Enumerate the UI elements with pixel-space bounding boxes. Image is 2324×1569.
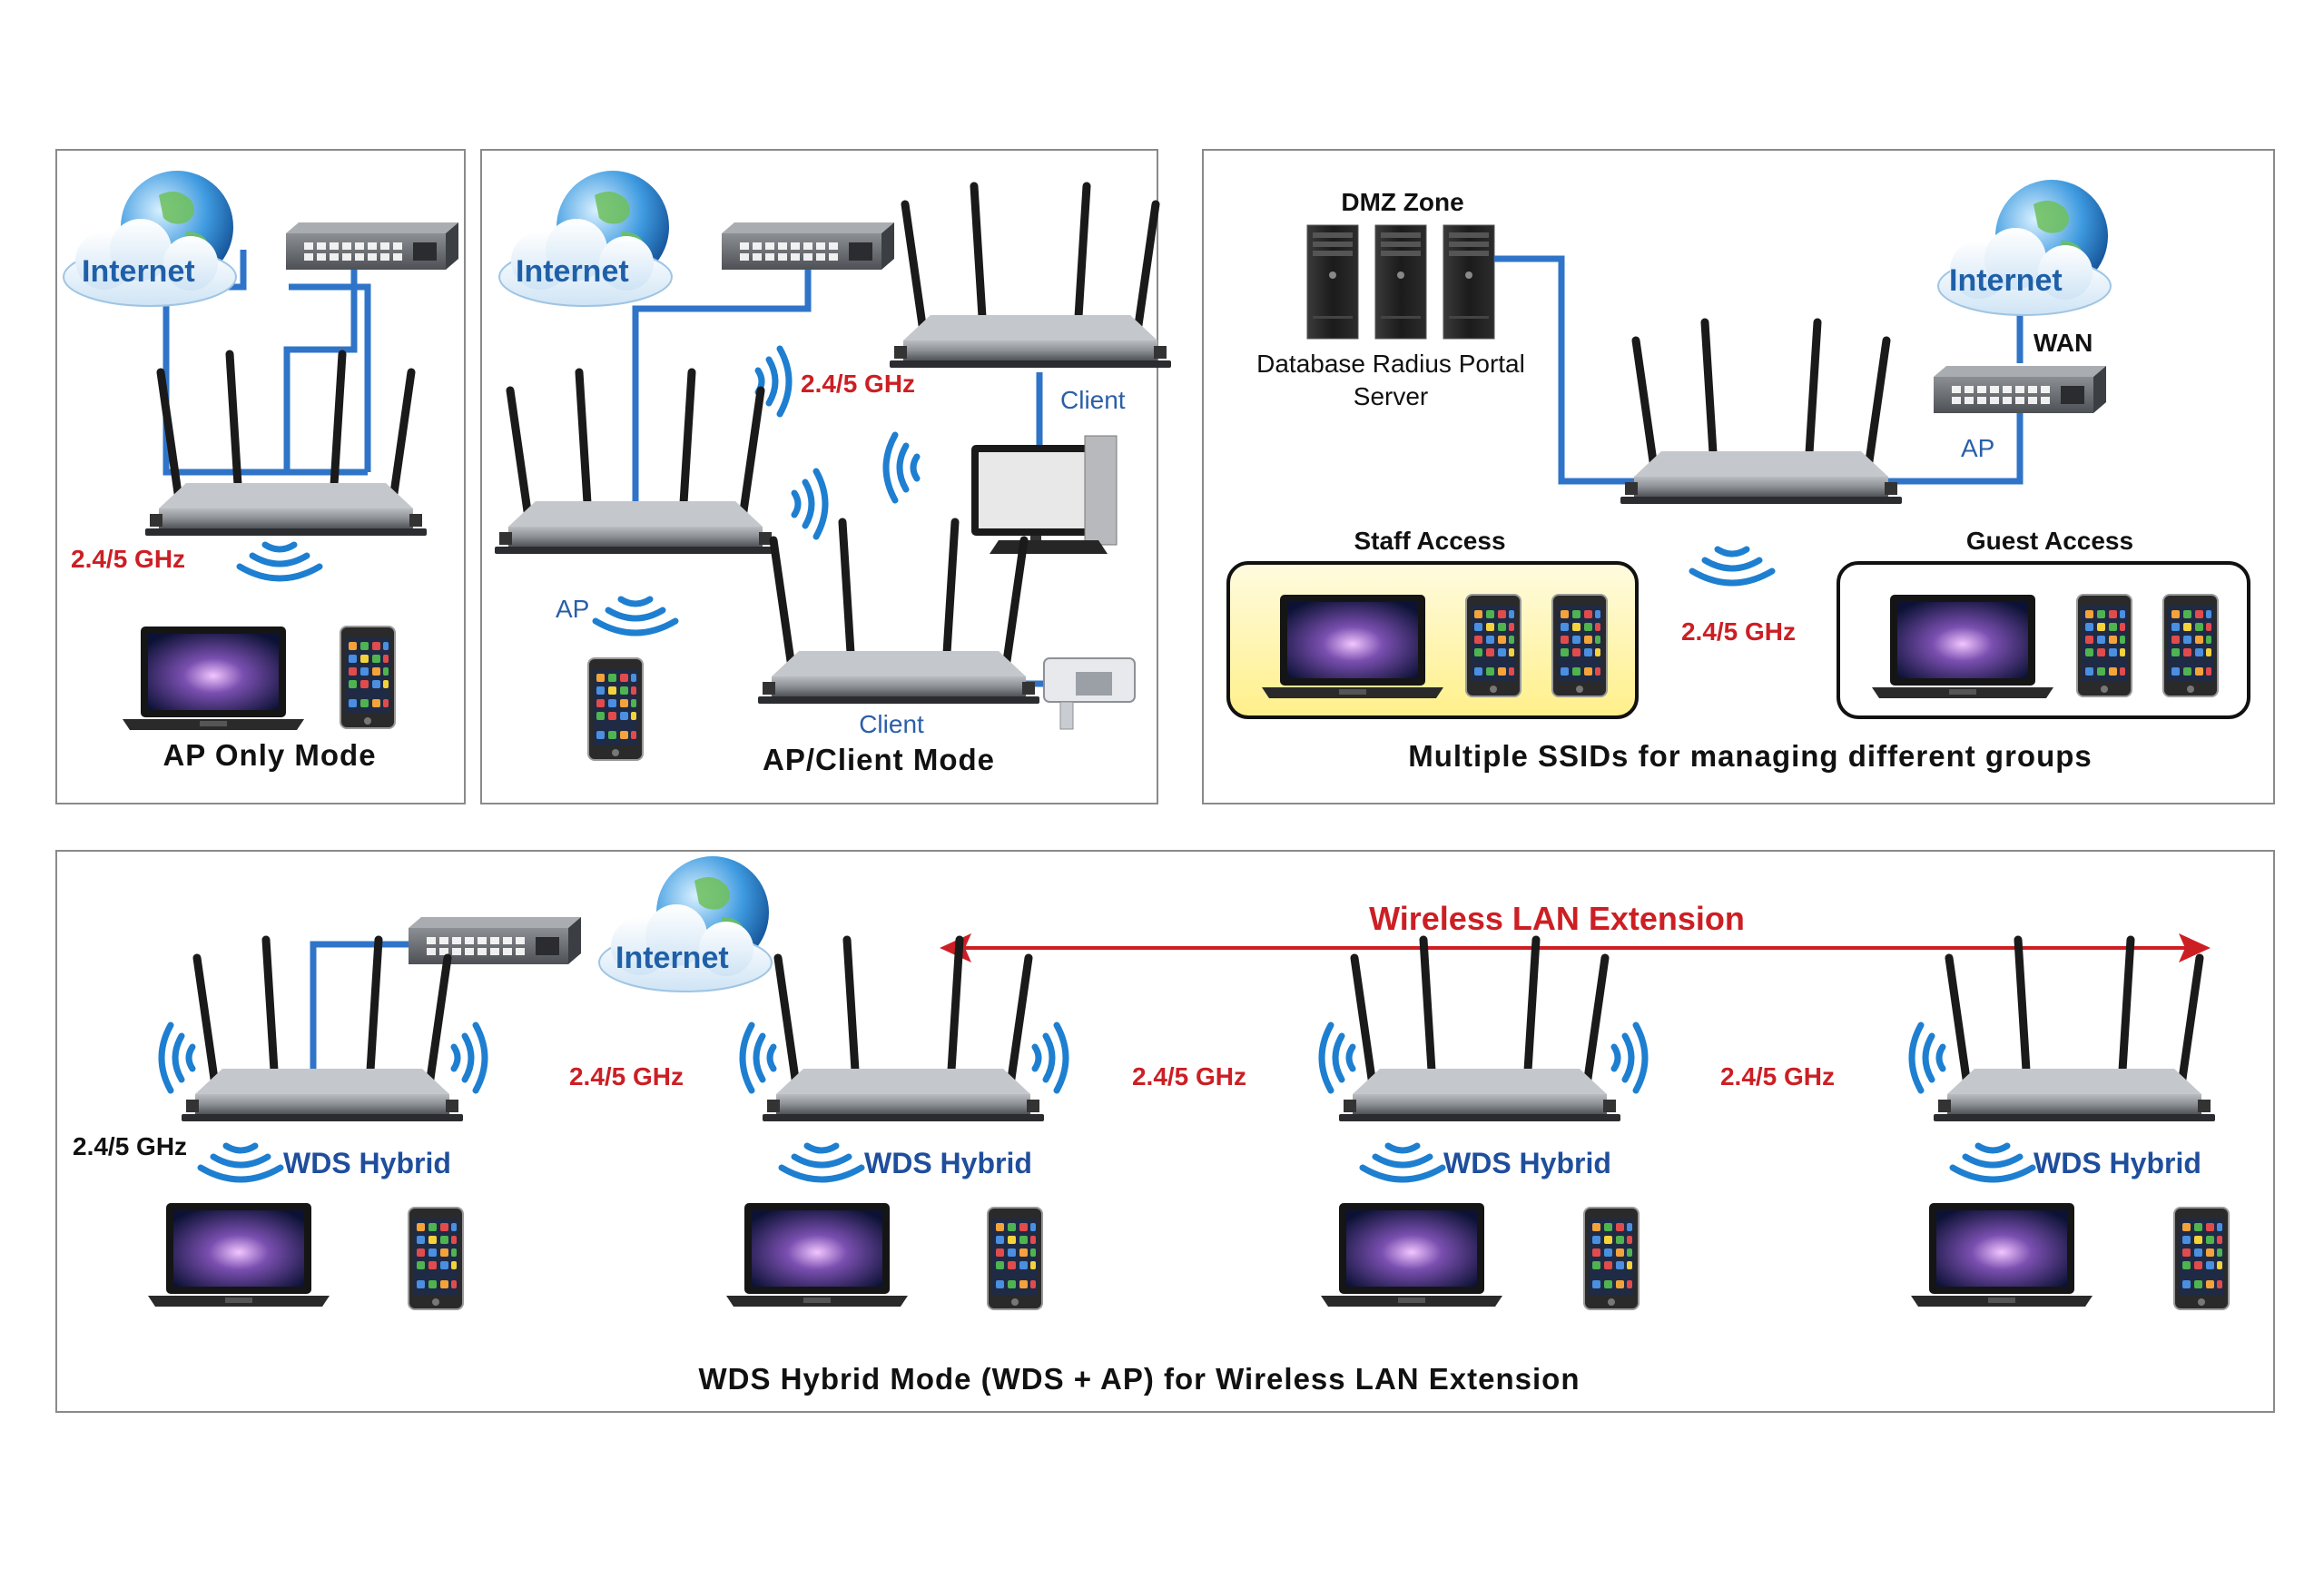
phone-icon [587, 657, 644, 761]
frequency-label: 2.4/5 GHz [73, 1132, 187, 1160]
wds-hybrid-label: WDS Hybrid [864, 1147, 1032, 1179]
phone-icon [340, 626, 396, 729]
laptop-icon [1262, 595, 1443, 698]
panel-title: AP/Client Mode [763, 743, 995, 776]
laptop-icon [1872, 595, 2053, 698]
server-icon [1374, 224, 1427, 340]
switch-icon [1934, 366, 2106, 413]
switch-icon [722, 222, 894, 270]
internet-label: Internet [516, 254, 629, 289]
phone-icon [2162, 594, 2219, 697]
wan-label: WAN [2034, 329, 2093, 357]
panel-title: AP Only Mode [162, 738, 376, 772]
cable [283, 268, 358, 472]
cable [289, 283, 371, 472]
switch-icon [409, 917, 581, 964]
frequency-label: 2.4/5 GHz [801, 370, 915, 398]
camera-icon [1043, 657, 1136, 730]
phone-icon [1465, 594, 1521, 697]
phone-icon [1551, 594, 1608, 697]
client-label: Client [1060, 386, 1126, 414]
servers-label-line2: Server [1354, 382, 1428, 410]
client-label: Client [859, 710, 924, 738]
phone-icon [408, 1207, 464, 1310]
phone-icon [2076, 594, 2132, 697]
server-icon [1443, 224, 1495, 340]
panel-title: Multiple SSIDs for managing different gr… [1408, 739, 2093, 773]
phone-icon [987, 1207, 1043, 1310]
phone-icon [1583, 1207, 1640, 1310]
wds-hybrid-label: WDS Hybrid [1443, 1147, 1611, 1179]
server-icon [1306, 224, 1359, 340]
dmz-zone-label: DMZ Zone [1341, 188, 1463, 216]
frequency-label: 2.4/5 GHz [569, 1062, 684, 1090]
servers-label: Database Radius Portal [1256, 350, 1525, 378]
frequency-label: 2.4/5 GHz [1681, 617, 1796, 646]
frequency-label: 2.4/5 GHz [1720, 1062, 1835, 1090]
phone-icon [2173, 1207, 2230, 1310]
staff-access-label: Staff Access [1354, 527, 1505, 555]
internet-label: Internet [1949, 263, 2063, 298]
wds-hybrid-label: WDS Hybrid [2034, 1147, 2201, 1179]
cable [1838, 404, 2024, 485]
frequency-label: 2.4/5 GHz [1132, 1062, 1246, 1090]
laptop-icon [1321, 1203, 1502, 1307]
laptop-icon [123, 627, 304, 730]
internet-label: Internet [615, 941, 729, 975]
internet-label: Internet [82, 254, 195, 289]
wds-hybrid-label: WDS Hybrid [283, 1147, 451, 1179]
laptop-icon [1911, 1203, 2093, 1307]
laptop-icon [148, 1203, 330, 1307]
guest-access-label: Guest Access [1966, 527, 2133, 555]
cable [632, 259, 812, 518]
wireless-lan-extension-label: Wireless LAN Extension [1369, 900, 1745, 937]
frequency-label: 2.4/5 GHz [71, 545, 185, 573]
desktop-pc-icon [971, 435, 1118, 554]
cable [1494, 255, 1684, 485]
ap-label: AP [556, 595, 589, 623]
ap-label: AP [1961, 434, 1994, 462]
panel-title: WDS Hybrid Mode (WDS + AP) for Wireless … [699, 1362, 1581, 1396]
laptop-icon [726, 1203, 908, 1307]
switch-icon [286, 222, 458, 270]
panel-wds-hybrid [55, 850, 2275, 1413]
